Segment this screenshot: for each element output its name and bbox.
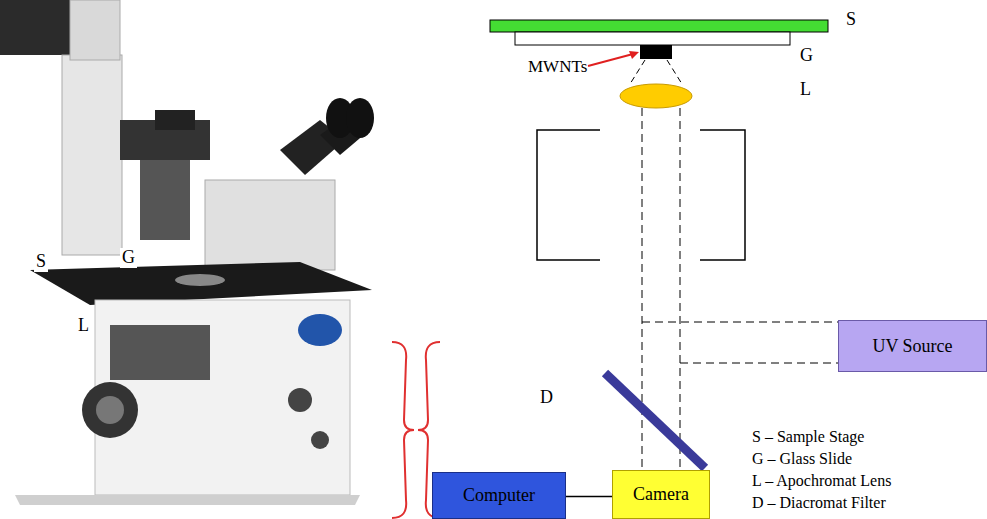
part-label: L [76, 316, 91, 336]
mwnt-sample [640, 45, 672, 59]
bracket [392, 342, 414, 518]
computer-box: Computer [432, 472, 566, 519]
key-entry: S – Sample Stage [752, 428, 864, 446]
part-label: S [846, 10, 856, 30]
dichroic-filter [605, 373, 705, 468]
node-label: Camera [633, 484, 689, 505]
sample-stage [490, 20, 828, 32]
camera-box: Camera [612, 470, 710, 519]
schematic [490, 20, 838, 470]
part-label: L [800, 80, 811, 100]
connector-line [566, 496, 612, 498]
key-entry: L – Apochromat Lens [752, 472, 891, 490]
uv-source-box: UV Source [838, 320, 987, 372]
part-label: G [120, 248, 137, 268]
node-label: UV Source [872, 336, 952, 357]
key-entry: G – Glass Slide [752, 450, 852, 468]
key-entry: D – Diacromat Filter [752, 494, 886, 512]
part-label: S [34, 252, 48, 272]
part-label: D [540, 388, 553, 408]
lens [620, 84, 692, 108]
part-label: G [800, 46, 813, 66]
node-label: Computer [463, 485, 535, 506]
glass-slide [515, 32, 790, 45]
microscope-photo [0, 0, 374, 505]
part-label: MWNTs [528, 58, 587, 77]
